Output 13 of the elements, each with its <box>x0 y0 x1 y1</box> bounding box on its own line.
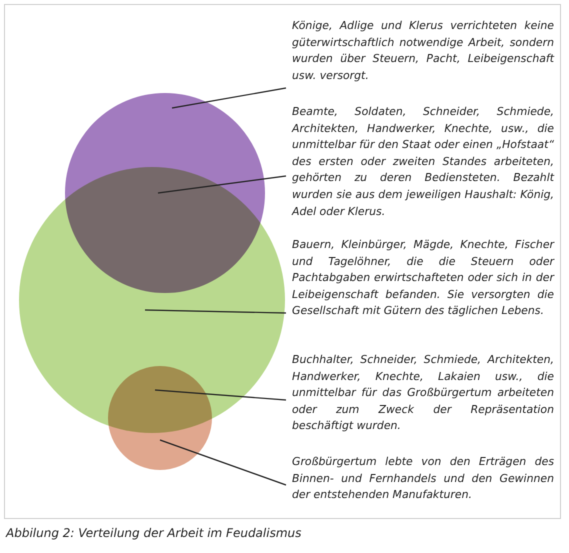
leader-line <box>154 389 286 401</box>
description-text: Großbürgertum lebte von den Erträgen des Binnen- und Fernhandels und den Gewinnen der entstehenden Manufakturen. <box>292 454 554 504</box>
description-text: Beamte, Soldaten, Schneider, Schmiede, Architekten, Handwerker, Knechte, usw., die unmittelbar für den Staat oder einen „Hofstaat“ des ersten oder zweiten Standes arbeiteten, gehörten zu deren Bediensteten. Bezahlt wurden sie aus dem jeweiligen Haushalt: König, Adel oder Klerus. <box>292 104 554 220</box>
description-text: Bauern, Kleinbürger, Mägde, Knechte, Fischer und Tagelöhner, die die Steuern oder Pachtabgaben erwirtschafteten oder sich in der Leibeigenschaft befanden. Sie versorgten die Gesellschaft mit Gütern des täglichen Lebens. <box>292 237 554 320</box>
description-text: Könige, Adlige und Klerus verrichteten keine güterwirtschaftlich notwendige Arbeit, sondern wurden über Steuern, Pacht, Leibeigenschaft usw. versorgt. <box>292 18 554 84</box>
description-text: Buchhalter, Schneider, Schmiede, Architekten, Handwerker, Knechte, Lakaien usw., die unmittelbar für das Großbürgertum arbeiteten oder zum Zweck der Repräsentation beschäftigt wurden. <box>292 352 554 434</box>
leader-line <box>160 439 286 486</box>
set-circle <box>108 366 212 470</box>
leader-line <box>172 87 286 109</box>
leader-line <box>158 175 286 194</box>
figure-caption: Abbilung 2: Verteilung der Arbeit im Feudalismus <box>6 526 302 540</box>
leader-line <box>144 309 286 314</box>
set-circle <box>65 93 265 293</box>
